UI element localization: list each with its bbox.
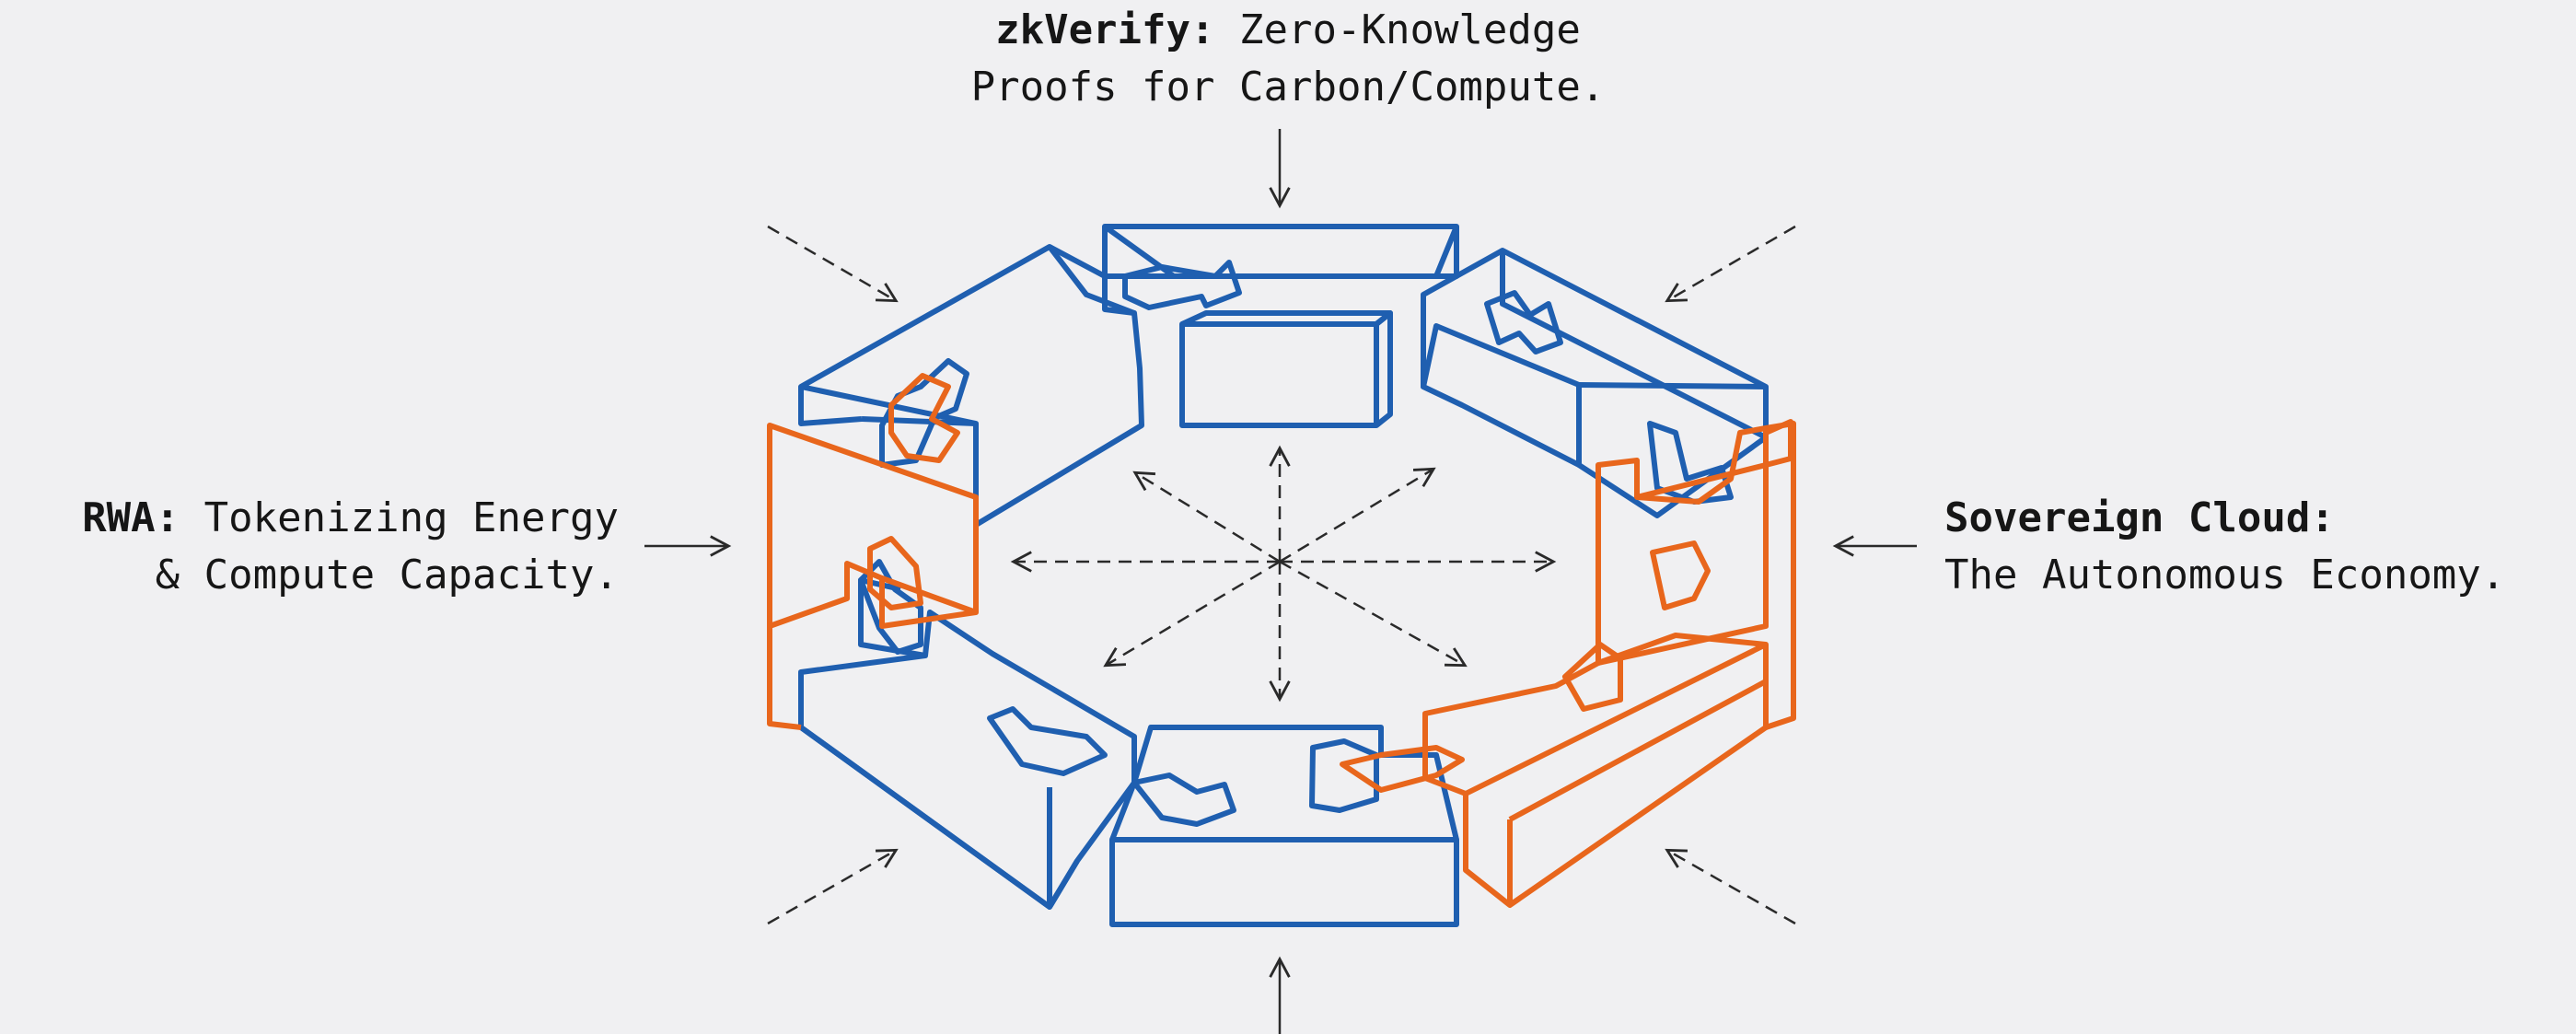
label-zkverify: zkVerify: Zero-Knowledge Proofs for Carb…	[0, 2, 2576, 116]
dashed-starburst-icon	[1010, 445, 1557, 703]
arrow-icon	[1665, 225, 1796, 303]
label-rwa-keyword: RWA:	[82, 494, 180, 541]
arrow-icon	[1665, 848, 1796, 925]
block-top-left	[798, 244, 1144, 528]
block-right	[1595, 419, 1796, 730]
block-left	[767, 373, 979, 730]
label-zkverify-text2: Proofs for Carbon/Compute.	[970, 64, 1606, 110]
label-rwa-text1: Tokenizing Energy	[203, 494, 619, 541]
block-top-center	[1102, 224, 1459, 428]
label-rwa-line1: RWA: Tokenizing Energy	[0, 490, 619, 547]
label-sovereign-text2: The Autonomous Economy.	[1944, 552, 2506, 598]
label-zkverify-keyword: zkVerify:	[995, 6, 1215, 53]
arrow-icon	[767, 225, 899, 303]
label-sovereign-keyword: Sovereign Cloud:	[1944, 494, 2335, 541]
label-zkverify-line1: zkVerify: Zero-Knowledge	[0, 2, 2576, 59]
block-bottom-center	[1109, 725, 1459, 927]
block-bottom-right	[1340, 633, 1769, 908]
label-rwa-text2: & Compute Capacity.	[155, 552, 619, 598]
label-rwa: RWA: Tokenizing Energy & Compute Capacit…	[0, 490, 619, 604]
inward-arrows-solid	[644, 129, 1917, 1034]
block-bottom-left	[798, 559, 1137, 910]
label-sovereign-cloud: Sovereign Cloud: The Autonomous Economy.	[1944, 490, 2505, 604]
label-zkverify-text1: Zero-Knowledge	[1239, 6, 1581, 53]
inward-arrows-dashed	[767, 225, 1796, 925]
arrow-icon	[767, 848, 899, 925]
